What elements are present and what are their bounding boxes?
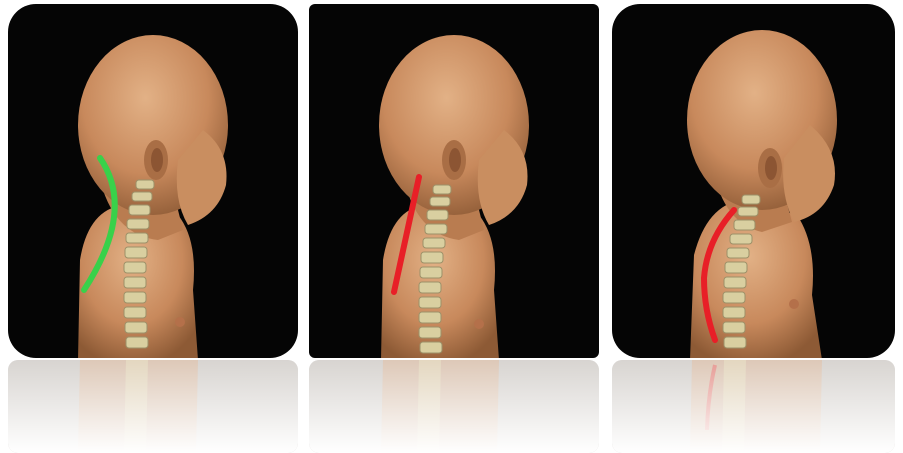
infant-figure-normal	[8, 0, 298, 453]
panel-straight-curve	[309, 0, 599, 453]
panel-normal-curve	[8, 0, 298, 453]
infant-figure-straight	[309, 0, 599, 453]
infant-figure-kyphotic	[612, 0, 902, 453]
panel-kyphotic-curve	[612, 0, 902, 453]
